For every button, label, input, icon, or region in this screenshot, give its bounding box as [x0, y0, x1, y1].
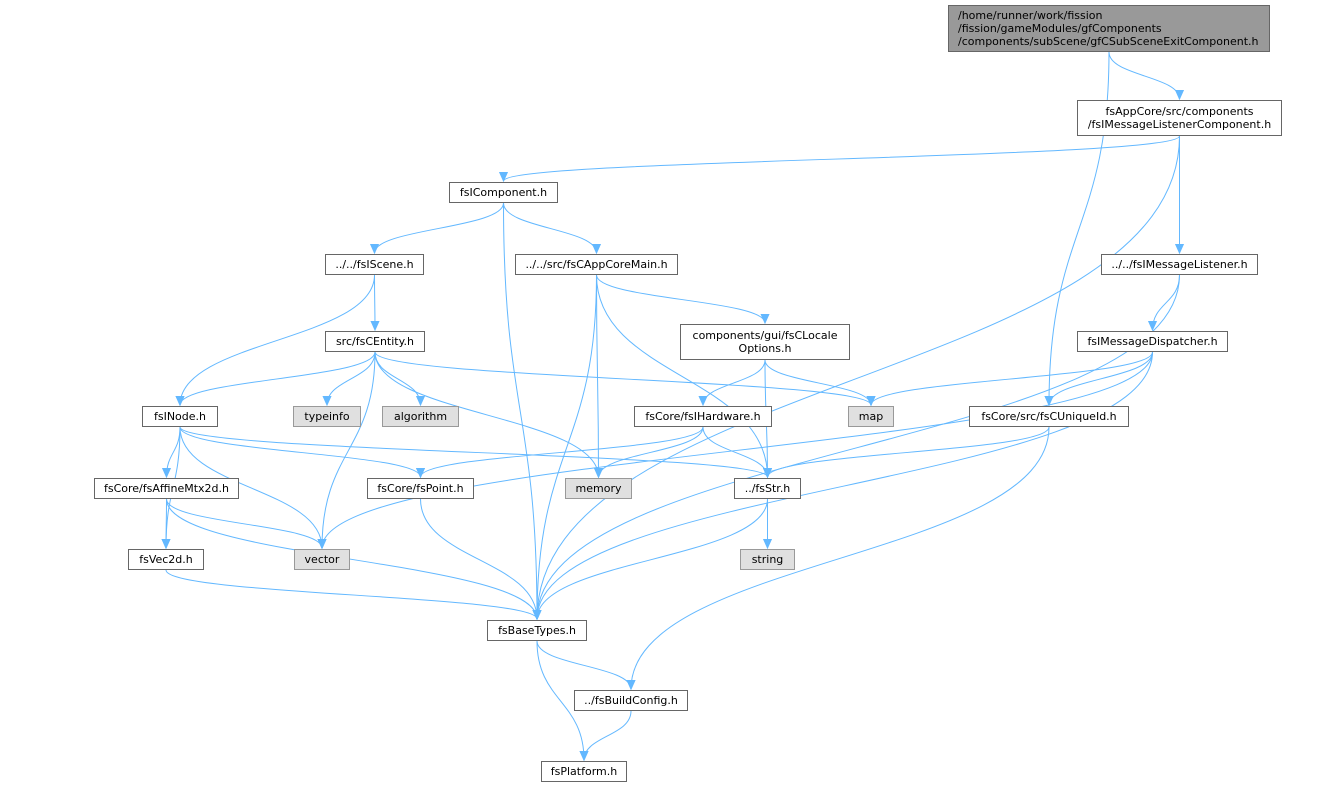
node-root: /home/runner/work/fission /fission/gameM… — [948, 5, 1270, 52]
edge-appcore-to-memory — [597, 274, 599, 477]
node-appcore[interactable]: ../../src/fsCAppCoreMain.h — [515, 254, 678, 275]
edge-iscene-to-inode — [180, 274, 375, 405]
node-inode[interactable]: fsINode.h — [142, 406, 218, 427]
edge-ihardware-to-memory — [599, 426, 704, 477]
edge-affine-to-basetypes — [166, 498, 538, 619]
edge-iscene-to-centity — [375, 274, 376, 330]
node-icomp[interactable]: fsIComponent.h — [449, 182, 558, 203]
edge-inode-to-vector — [179, 426, 322, 548]
edge-appcore-to-basetypes — [537, 274, 597, 619]
node-str[interactable]: ../fsStr.h — [734, 478, 801, 499]
edge-appcore-to-locale — [596, 274, 766, 323]
edge-icomp-to-iscene — [375, 202, 504, 253]
edge-root-to-msgcomp — [1108, 51, 1180, 99]
edge-basetypes-to-platform — [536, 640, 584, 760]
edge-centity-to-typeinfo — [327, 351, 376, 405]
node-ihardware[interactable]: fsCore/fsIHardware.h — [634, 406, 772, 427]
edge-icomp-to-appcore — [503, 202, 597, 253]
edge-ihardware-to-point — [421, 426, 704, 477]
node-msgcomp[interactable]: fsAppCore/src/components /fsIMessageList… — [1077, 100, 1282, 136]
node-vector: vector — [294, 549, 350, 570]
edge-point-to-basetypes — [420, 498, 538, 619]
edge-buildconfig-to-platform — [584, 710, 632, 760]
edge-dispatcher-to-basetypes — [537, 351, 1153, 619]
node-string: string — [740, 549, 795, 570]
edge-dispatcher-to-map — [871, 351, 1153, 405]
node-typeinfo: typeinfo — [293, 406, 361, 427]
edge-appcore-to-str — [596, 274, 768, 477]
edge-inode-to-point — [179, 426, 421, 477]
edge-msglistener-to-dispatcher — [1153, 274, 1180, 330]
node-vec2d[interactable]: fsVec2d.h — [128, 549, 204, 570]
edge-msgcomp-to-icomp — [504, 135, 1180, 181]
edge-uniqueid-to-buildconfig — [631, 426, 1050, 689]
edge-affine-to-vector — [166, 498, 323, 548]
node-memory: memory — [565, 478, 632, 499]
edge-inode-to-str — [179, 426, 768, 477]
edge-centity-to-inode — [180, 351, 376, 405]
edge-locale-to-ihardware — [703, 359, 766, 405]
edge-centity-to-algorithm — [374, 351, 421, 405]
edge-centity-to-map — [374, 351, 871, 405]
edge-locale-to-map — [764, 359, 871, 405]
node-platform[interactable]: fsPlatform.h — [541, 761, 627, 782]
node-iscene[interactable]: ../../fsIScene.h — [325, 254, 424, 275]
edge-centity-to-vector — [322, 351, 376, 548]
node-basetypes[interactable]: fsBaseTypes.h — [487, 620, 587, 641]
edge-msglistener-to-basetypes — [537, 274, 1180, 619]
edge-dispatcher-to-vector — [322, 351, 1153, 548]
node-affine[interactable]: fsCore/fsAffineMtx2d.h — [94, 478, 239, 499]
node-dispatcher[interactable]: fsIMessageDispatcher.h — [1077, 331, 1228, 352]
edge-centity-to-memory — [374, 351, 599, 477]
edge-msgcomp-to-basetypes — [537, 135, 1180, 619]
node-msglistener[interactable]: ../../fsIMessageListener.h — [1101, 254, 1258, 275]
edge-str-to-basetypes — [537, 498, 768, 619]
node-centity[interactable]: src/fsCEntity.h — [325, 331, 425, 352]
edge-uniqueid-to-str — [768, 426, 1050, 477]
node-buildconfig[interactable]: ../fsBuildConfig.h — [574, 690, 688, 711]
node-point[interactable]: fsCore/fsPoint.h — [367, 478, 474, 499]
node-algorithm: algorithm — [382, 406, 459, 427]
edge-ihardware-to-str — [702, 426, 768, 477]
edge-vec2d-to-basetypes — [165, 569, 537, 619]
node-uniqueid[interactable]: fsCore/src/fsCUniqueId.h — [969, 406, 1129, 427]
node-locale[interactable]: components/gui/fsCLocale Options.h — [680, 324, 850, 360]
edge-icomp-to-basetypes — [503, 202, 538, 619]
edge-basetypes-to-buildconfig — [536, 640, 631, 689]
edge-inode-to-affine — [167, 426, 181, 477]
edge-dispatcher-to-uniqueid — [1049, 351, 1153, 405]
node-map: map — [848, 406, 894, 427]
edge-affine-to-vec2d — [166, 498, 167, 548]
